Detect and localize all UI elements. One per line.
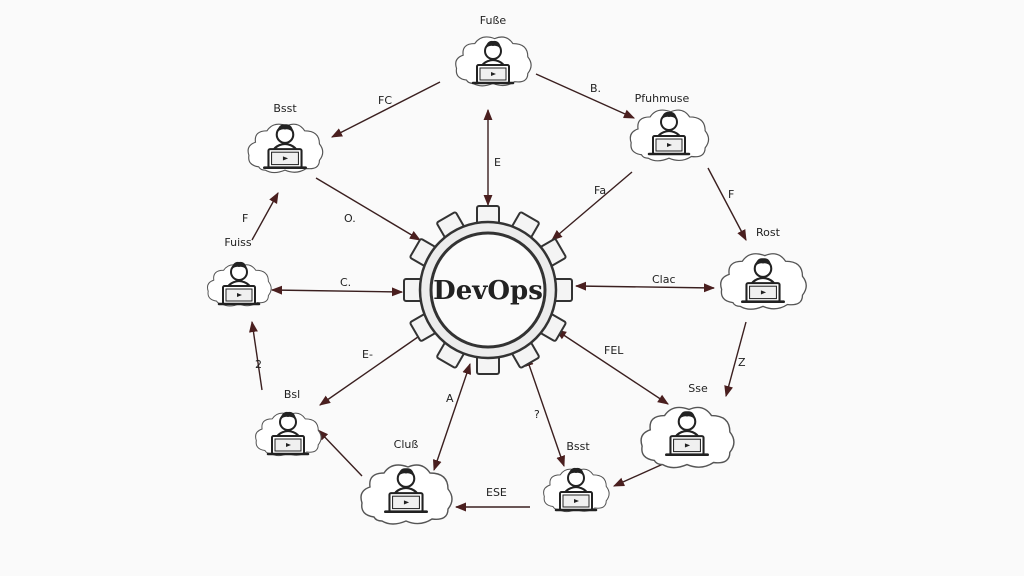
node-label: Bsst xyxy=(273,102,297,115)
node-label: Fuße xyxy=(480,14,507,27)
node-n1: Fuße xyxy=(455,14,532,87)
node-n8: Cluß xyxy=(360,438,453,525)
node-label: Bsl xyxy=(284,388,300,401)
edge-label-clac: Clac xyxy=(652,273,676,286)
node-n5: Rost xyxy=(720,226,807,310)
edge-label-z: Z xyxy=(738,356,746,369)
edge-label-fel: FEL xyxy=(604,344,624,357)
node-label: Bsst xyxy=(566,440,590,453)
edge-label-c: C. xyxy=(340,276,351,289)
node-n7: Sse xyxy=(640,382,735,469)
node-n4: Fuiss xyxy=(206,236,272,307)
edge-n3-center xyxy=(551,171,633,241)
devops-gear: DevOps xyxy=(403,205,573,375)
edge-n3-n5 xyxy=(707,167,747,241)
edge-label-e-top: E xyxy=(494,156,501,169)
node-n2: Bsst xyxy=(247,102,324,174)
edge-label-2: 2 xyxy=(255,358,262,371)
node-label: Pfuhmuse xyxy=(635,92,690,105)
edge-label-f-right: F xyxy=(728,188,734,201)
edge-n1-n2 xyxy=(331,81,441,138)
node-n6: Bsl xyxy=(254,388,322,457)
edge-n4-n2 xyxy=(251,192,279,241)
edge-n8-center xyxy=(432,362,472,472)
edge-n1-n3 xyxy=(535,73,636,119)
edge-label-o: O. xyxy=(344,212,356,225)
edge-label-e-dash: E- xyxy=(362,348,373,361)
center-label: DevOps xyxy=(433,276,543,306)
edges xyxy=(249,73,747,512)
edge-n5-n7 xyxy=(724,321,747,398)
node-label: Sse xyxy=(688,382,708,395)
edge-label-a: A xyxy=(446,392,454,405)
edge-n8-n6 xyxy=(317,429,363,477)
node-n3: Pfuhmuse xyxy=(629,92,710,162)
node-label: Fuiss xyxy=(224,236,251,249)
edge-labels: FC B. E F O. Fa F C. Clac 2 E- FEL Z A ?… xyxy=(242,82,746,499)
edge-center-n5 xyxy=(574,281,716,293)
edge-label-ese: ESE xyxy=(486,486,507,499)
node-n9: Bsst xyxy=(542,440,610,513)
node-label: Cluß xyxy=(394,438,419,451)
edge-n6-center xyxy=(319,329,429,406)
edge-label-question: ? xyxy=(534,408,540,421)
edge-center-n9 xyxy=(525,354,565,468)
edge-label-b: B. xyxy=(590,82,601,95)
edge-n2-center xyxy=(315,177,421,241)
edge-label-f-left: F xyxy=(242,212,248,225)
edge-label-fc: FC xyxy=(378,94,392,107)
edge-n6-n4 xyxy=(249,320,263,391)
edge-label-fa: Fa xyxy=(594,184,606,197)
edge-n4-center xyxy=(270,285,404,297)
node-label: Rost xyxy=(756,226,781,239)
edge-center-n7 xyxy=(555,329,669,405)
